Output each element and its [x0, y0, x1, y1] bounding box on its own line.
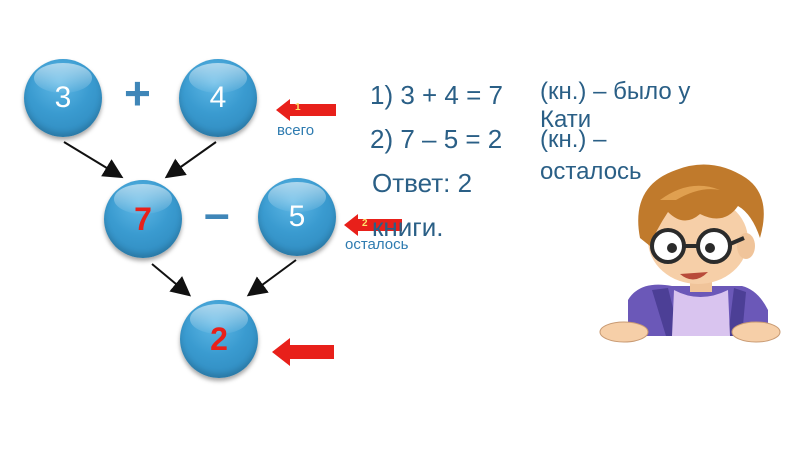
- girl-illustration: [0, 0, 800, 450]
- slide: 3 + 4 1 всего 7 – 5 2 осталось 2 1) 3 + …: [0, 0, 800, 450]
